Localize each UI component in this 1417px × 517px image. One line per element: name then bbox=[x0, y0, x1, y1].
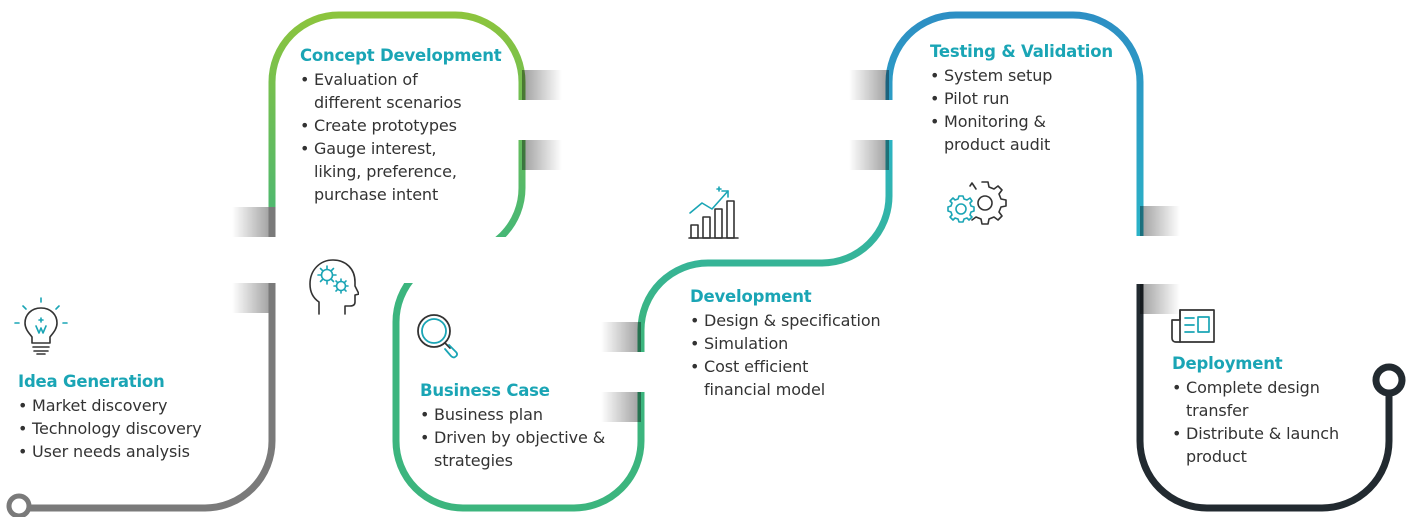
growth-chart-icon bbox=[688, 185, 740, 239]
stage-bullet-list: Evaluation of different scenarios Create… bbox=[300, 68, 501, 206]
bullet-item: Driven by objective & strategies bbox=[420, 426, 639, 472]
stage-title: Development bbox=[690, 287, 812, 306]
stage-bullet-list: Complete design transfer Distribute & la… bbox=[1172, 376, 1386, 468]
stage-testing-validation: Testing & Validation System setup Pilot … bbox=[930, 42, 1113, 156]
document-icon bbox=[1170, 308, 1216, 344]
bullet-item: System setup bbox=[930, 64, 1113, 87]
bullet-item: Distribute & launch product bbox=[1172, 422, 1386, 468]
stage-concept-development: Concept Development Evaluation of differ… bbox=[300, 46, 502, 206]
bullet-item: Complete design transfer bbox=[1172, 376, 1346, 422]
stage-bullet-list: Business plan Driven by objective & stra… bbox=[420, 403, 639, 472]
path-start-marker bbox=[6, 493, 32, 517]
path-segment-development bbox=[637, 130, 893, 331]
stage-deployment: Deployment Complete design transfer Dist… bbox=[1172, 354, 1386, 468]
stage-title: Business Case bbox=[420, 381, 550, 400]
path-segment-testing bbox=[885, 11, 1144, 240]
bullet-item: Gauge interest, liking, preference, purc… bbox=[300, 137, 474, 206]
bullet-item: Cost efficient financial model bbox=[690, 355, 864, 401]
bullet-item: Evaluation of different scenarios bbox=[300, 68, 489, 114]
head-gears-icon bbox=[305, 254, 359, 316]
bullet-item: Market discovery bbox=[18, 394, 202, 417]
stage-bullet-list: Design & specification Simulation Cost e… bbox=[690, 309, 881, 401]
bullet-item: Simulation bbox=[690, 332, 881, 355]
bullet-item: User needs analysis bbox=[18, 440, 202, 463]
stage-title: Idea Generation bbox=[18, 372, 165, 391]
bullet-item: Business plan bbox=[420, 403, 639, 426]
bullet-item: Pilot run bbox=[930, 87, 1113, 110]
bullet-item: Technology discovery bbox=[18, 417, 202, 440]
path-segment-idea bbox=[12, 270, 276, 512]
path-segment-concept bbox=[268, 11, 526, 270]
path-segment-deployment bbox=[1136, 240, 1393, 512]
stage-idea-generation: Idea Generation Market discovery Technol… bbox=[18, 372, 202, 463]
magnifier-icon bbox=[412, 312, 470, 360]
bullet-item: Create prototypes bbox=[300, 114, 501, 137]
bullet-item: Design & specification bbox=[690, 309, 881, 332]
path-end-marker bbox=[1372, 363, 1406, 397]
stage-development: Development Design & specification Simul… bbox=[690, 287, 881, 401]
stage-bullet-list: System setup Pilot run Monitoring & prod… bbox=[930, 64, 1113, 156]
stage-title: Deployment bbox=[1172, 354, 1283, 373]
bullet-item: Monitoring & product audit bbox=[930, 110, 1084, 156]
stage-title: Concept Development bbox=[300, 46, 502, 65]
stage-business-case: Business Case Business plan Driven by ob… bbox=[420, 381, 639, 472]
stage-title: Testing & Validation bbox=[930, 42, 1113, 61]
lightbulb-icon bbox=[13, 296, 69, 358]
gears-icon bbox=[944, 176, 1008, 228]
stage-bullet-list: Market discovery Technology discovery Us… bbox=[18, 394, 202, 463]
